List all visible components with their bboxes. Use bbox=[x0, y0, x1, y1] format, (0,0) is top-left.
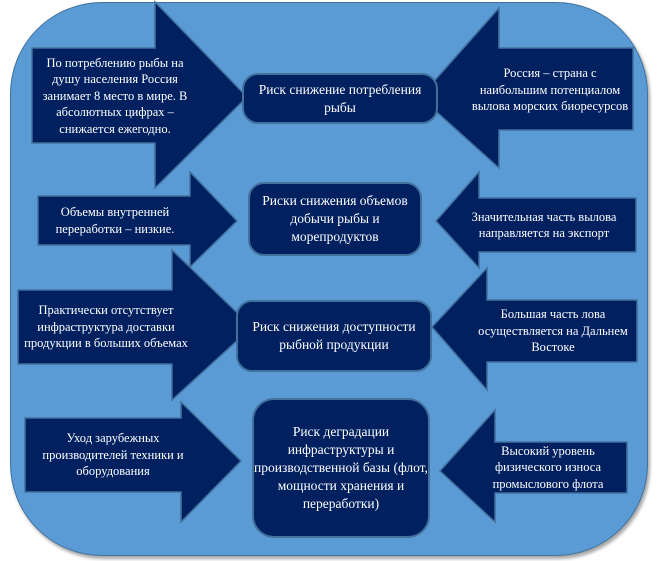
right-factor-row-2: Значительная часть вылова направляется н… bbox=[471, 209, 617, 241]
right-factor-row-3: Большая часть лова осуществляется на Дал… bbox=[478, 307, 628, 355]
right-factor-row-4: Высокий уровень физического износа промы… bbox=[492, 443, 604, 491]
right-factor-row-1: Россия – страна с наибольшим потенциалом… bbox=[471, 66, 629, 114]
left-factor-row-2: Объемы внутренней переработки – низкие. bbox=[55, 205, 175, 236]
left-arrow-row-1 bbox=[31, 0, 249, 190]
right-arrow-row-3 bbox=[430, 266, 638, 392]
risk-box-row-3: Риск снижения доступности рыбной продукц… bbox=[236, 300, 432, 372]
left-factor-row-1: По потреблению рыбы на душу населения Ро… bbox=[42, 55, 188, 136]
left-arrow-row-4 bbox=[24, 400, 243, 524]
left-factor-row-3: Практически отсутствует инфраструктура д… bbox=[24, 303, 188, 351]
left-arrow-row-2 bbox=[37, 170, 239, 269]
right-arrow-row-2 bbox=[434, 170, 637, 270]
risk-box-row-1: Риск снижение потребления рыбы bbox=[242, 73, 438, 124]
right-arrow-row-1 bbox=[418, 6, 634, 170]
left-factor-row-4: Уход зарубежных производителей техники и… bbox=[42, 431, 184, 479]
right-arrow-row-4 bbox=[438, 408, 628, 524]
risk-box-row-2: Риски снижения объемов добычи рыбы и мор… bbox=[248, 182, 422, 256]
risk-box-row-4: Риск деградации инфраструктуры и произво… bbox=[252, 398, 430, 538]
left-arrow-row-3 bbox=[17, 248, 254, 402]
